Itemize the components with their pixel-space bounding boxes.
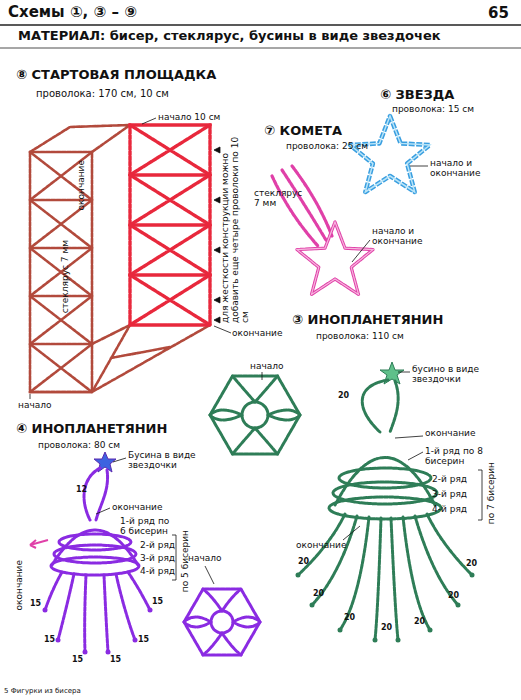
bead-note: бусино в виде звездочки [412, 364, 484, 384]
section-title: ⑦ КОМЕТА [264, 124, 342, 139]
end-note: окончание [232, 328, 282, 338]
bead-count-number: 20 [338, 392, 349, 401]
bead-count-number: 20 [414, 618, 425, 627]
section-title: ⑥ ЗВЕЗДА [380, 88, 454, 103]
start-end-note: начало и окончание [372, 226, 434, 246]
bead-count-number: 15 [30, 600, 41, 609]
section-title: ④ ИНОПЛАНЕТЯНИН [16, 422, 167, 437]
section-title: ⑧ СТАРТОВАЯ ПЛОЩАДКА [16, 68, 216, 83]
bead-count-number: 20 [381, 624, 392, 633]
end-note: окончание [112, 502, 162, 512]
page-number: 65 [488, 5, 509, 22]
bead-count-number: 20 [313, 590, 324, 599]
bugle-note: стеклярус 7 мм [254, 188, 296, 208]
wire-length: проволока: 110 см [316, 331, 404, 341]
start-note: начало [18, 400, 52, 410]
start-note: начало 10 см [158, 112, 220, 122]
bugle-note: стеклярус 7 мм [60, 240, 70, 313]
bead-count-number: 15 [44, 636, 55, 645]
start-note: начало [250, 361, 284, 371]
row-note: 1-й ряд по 8 бисерин [425, 446, 485, 466]
page-title: Схемы ①, ③ – ⑨ [8, 4, 137, 21]
bead-note: Бусина в виде звездочки [128, 450, 200, 470]
bead-count-number: 12 [76, 486, 87, 495]
wire-length: проволока: 170 см, 10 см [36, 88, 169, 99]
row-note: 2-й ряд [140, 540, 175, 550]
wire-length: проволока: 80 см [38, 440, 120, 450]
bead-count: по 7 бисерин [486, 462, 496, 524]
row-note: 3-й ряд [432, 489, 467, 499]
row-note: 2-й ряд [432, 474, 467, 484]
bead-count-number: 15 [72, 656, 83, 665]
footer-note: 5 Фигурки из бисера [4, 688, 81, 696]
bead-count-number: 20 [298, 558, 309, 567]
end-note: окончание [14, 560, 24, 610]
row-note: 3-й ряд [140, 553, 175, 563]
bead-count-number: 20 [344, 614, 355, 623]
row-note: 4-й ряд [140, 566, 175, 576]
stiffness-note: для жесткости конструкции можно добавить… [220, 128, 250, 323]
end-note: окончание [76, 160, 86, 210]
section-title: ③ ИНОПЛАНЕТЯНИН [292, 313, 443, 328]
row-note: 1-й ряд по 6 бисерин [120, 516, 176, 536]
bead-count-number: 15 [138, 636, 149, 645]
wire-length: проволока: 15 см [392, 104, 474, 114]
start-end-note: начало и окончание [430, 158, 488, 178]
bead-count-number: 15 [110, 656, 121, 665]
bead-count-number: 15 [152, 598, 163, 607]
wire-length: проволока: 25 см [286, 141, 368, 151]
end-note: окончание [296, 540, 346, 550]
bead-count-number: 20 [466, 560, 477, 569]
start-note: начало [188, 553, 222, 563]
bead-count-number: 20 [448, 592, 459, 601]
material-note: МАТЕРИАЛ: бисер, стеклярус, бусины в вид… [18, 29, 441, 44]
end-note: окончание [425, 428, 475, 438]
row-note: 4-й ряд [432, 504, 467, 514]
